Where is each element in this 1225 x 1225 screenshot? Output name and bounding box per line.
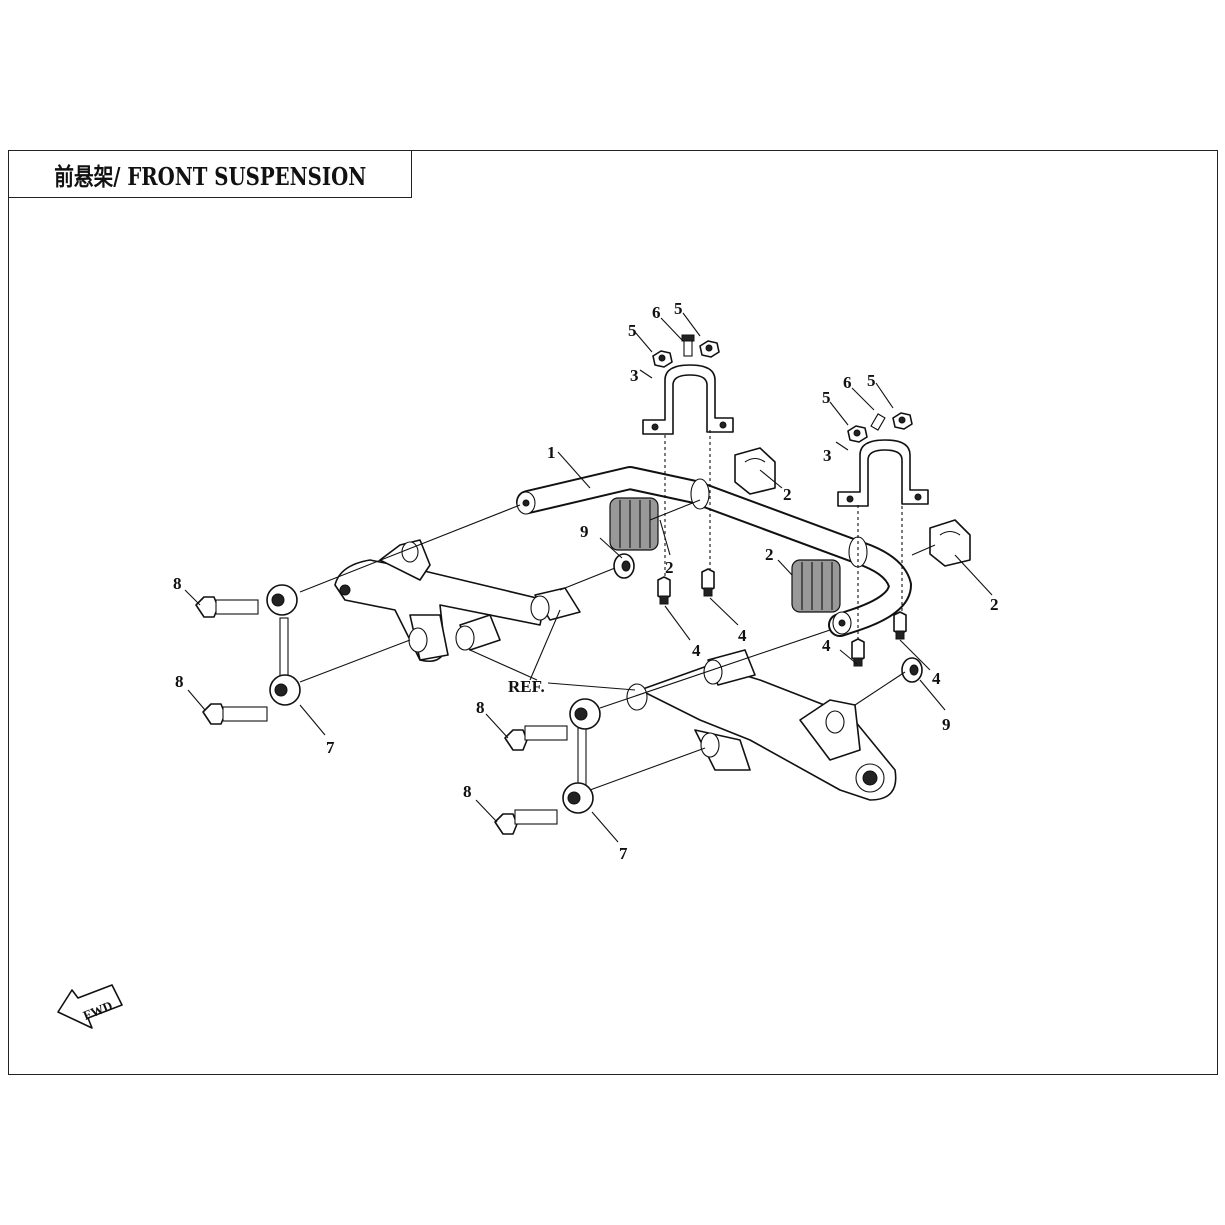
bracket-bolts — [657, 568, 907, 667]
lower-arm-right — [626, 649, 897, 801]
stabilizer-bracket-left — [642, 364, 734, 435]
stabilizer-bar — [516, 466, 912, 637]
stabilizer-link-right — [562, 698, 601, 814]
callout-4: 4 — [692, 641, 701, 660]
callout-2: 2 — [665, 558, 674, 577]
callout-3: 3 — [630, 366, 639, 385]
callout-9: 9 — [942, 715, 951, 734]
callout-4: 4 — [932, 669, 941, 688]
nuts-and-fittings — [652, 334, 913, 443]
bushing-half-upper-right — [929, 519, 971, 567]
callout-4: 4 — [738, 626, 747, 645]
callout-2: 2 — [783, 485, 792, 504]
callout-labels: 1 5 6 5 3 5 6 5 3 2 2 2 2 9 9 4 4 4 4 8 … — [173, 299, 999, 863]
bushing-half-upper-left — [734, 447, 776, 495]
stabilizer-link-left — [266, 584, 301, 706]
callout-2: 2 — [765, 545, 774, 564]
ref-label: REF. — [508, 677, 545, 696]
callout-8: 8 — [175, 672, 184, 691]
callout-1: 1 — [547, 443, 556, 462]
callout-6: 6 — [652, 303, 661, 322]
callout-2: 2 — [990, 595, 999, 614]
callout-8: 8 — [463, 782, 472, 801]
callout-8: 8 — [173, 574, 182, 593]
callout-3: 3 — [823, 446, 832, 465]
callout-5: 5 — [628, 321, 637, 340]
callout-5: 5 — [867, 371, 876, 390]
lower-arm-left — [334, 539, 581, 663]
stabilizer-bracket-right — [837, 439, 929, 507]
link-bolts — [195, 596, 568, 835]
bushing-right-ribbed — [791, 559, 841, 613]
forward-direction-arrow: FWD — [57, 984, 123, 1029]
callout-4: 4 — [822, 636, 831, 655]
bushing-left-ribbed — [609, 497, 659, 551]
callout-6: 6 — [843, 373, 852, 392]
callout-5: 5 — [674, 299, 683, 318]
spacer-washers — [613, 553, 923, 683]
callout-8: 8 — [476, 698, 485, 717]
callout-9: 9 — [580, 522, 589, 541]
callout-7: 7 — [326, 738, 335, 757]
callout-7: 7 — [619, 844, 628, 863]
callout-5: 5 — [822, 388, 831, 407]
leader-lines — [184, 312, 993, 843]
title-box: 前悬架/ FRONT SUSPENSION — [8, 150, 412, 198]
page-title: 前悬架/ FRONT SUSPENSION — [54, 161, 366, 191]
